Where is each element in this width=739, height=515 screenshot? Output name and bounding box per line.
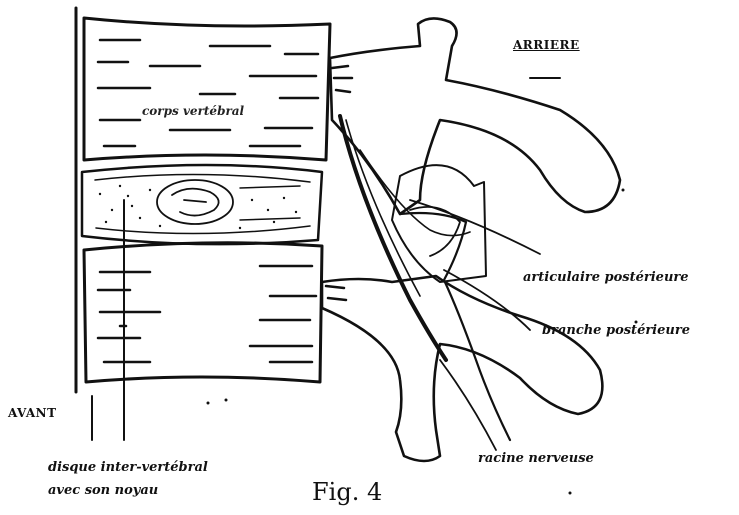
- nerve-root-label: racine nerveuse: [478, 451, 594, 466]
- posterior-branch-label: branche postérieure: [542, 323, 690, 338]
- lower-body-texture: [98, 266, 316, 362]
- leader-racine: [440, 360, 496, 450]
- disc-stipple: [99, 185, 297, 229]
- disc-annulus-lines: [95, 174, 310, 233]
- vertebral-body-label: corps vertébral: [142, 104, 244, 118]
- leader-articulaire: [410, 200, 540, 254]
- back-orientation-label: ARRIERE: [513, 38, 580, 52]
- facet-joint-capsule: [392, 165, 486, 282]
- upper-body-texture: [98, 40, 318, 146]
- intervertebral-disc: [82, 165, 322, 244]
- posterior-branch-nerve: [400, 213, 510, 440]
- disc-label-line1: disque inter-vertébral: [48, 460, 208, 475]
- disc-nucleus: [157, 180, 233, 224]
- facet-joint-label: articulaire postérieure: [523, 270, 689, 285]
- disc-label-line2: avec son noyau: [48, 483, 158, 498]
- front-orientation-label: AVANT: [8, 406, 57, 420]
- lower-posterior-arch: [322, 276, 602, 461]
- figure-caption: Fig. 4: [312, 478, 382, 506]
